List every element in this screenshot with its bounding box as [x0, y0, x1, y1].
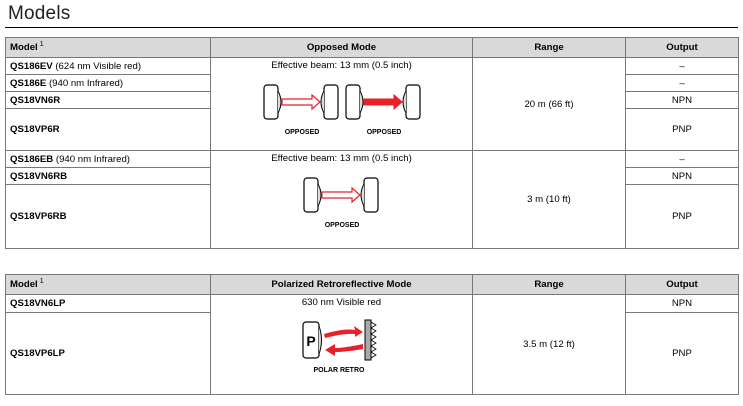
output-cell: PNP	[625, 184, 739, 249]
output-cell: NPN	[625, 294, 739, 313]
beam-text: Effective beam: 13 mm (0.5 inch)	[271, 153, 412, 164]
table-row: QS18VP6R PNP	[5, 108, 739, 151]
beam-cell: Effective beam: 13 mm (0.5 inch) OPPOSED	[210, 150, 473, 249]
table-row: QS18VP6LP PNP	[5, 312, 739, 395]
output-cell: –	[625, 57, 739, 75]
diagram-label: POLAR RETRO	[313, 367, 365, 374]
diagram-label: OPPOSED	[324, 222, 359, 229]
output-cell: NPN	[625, 167, 739, 185]
table-row: QS18VN6LP 630 nm Visible red P POLAR RET…	[5, 294, 739, 395]
range-cell: 20 m (66 ft)	[472, 57, 626, 151]
beam-cell: Effective beam: 13 mm (0.5 inch) OPPOSED	[210, 57, 473, 151]
model-cell: QS18VN6LP	[5, 294, 211, 313]
table-row: QS186EB (940 nm Infrared) Effective beam…	[5, 150, 739, 249]
output-cell: PNP	[625, 108, 739, 151]
opposed-diagram-single: OPPOSED	[302, 177, 379, 229]
range-cell: 3 m (10 ft)	[472, 150, 626, 249]
footnote-ref: 1	[39, 278, 44, 286]
diagram-label-1: OPPOSED	[284, 129, 319, 136]
output-cell: PNP	[625, 312, 739, 395]
opposed-diagram-1: OPPOSED	[262, 84, 339, 136]
range-header: Range	[472, 274, 626, 295]
model-cell: QS18VP6LP	[5, 312, 211, 395]
polar-retro-diagram: P POLAR RETRO	[301, 319, 377, 374]
beam-text: 630 nm Visible red	[301, 297, 382, 308]
mode-header: Opposed Mode	[210, 37, 473, 58]
model-cell: QS18VP6RB	[5, 184, 211, 249]
output-header: Output	[625, 274, 739, 295]
opposed-diagram-pair: OPPOSED OPPOSED	[262, 84, 421, 136]
page-title: Models	[8, 3, 71, 24]
range-header: Range	[472, 37, 626, 58]
title-rule	[5, 27, 738, 28]
diagram-label-2: OPPOSED	[366, 129, 401, 136]
model-cell: QS186EV (624 nm Visible red)	[5, 57, 211, 75]
model-cell: QS18VP6R	[5, 108, 211, 151]
model-cell: QS18VN6RB	[5, 167, 211, 185]
polar-letter: P	[306, 333, 315, 349]
output-cell: –	[625, 74, 739, 92]
model-cell: QS186E (940 nm Infrared)	[5, 74, 211, 92]
model-cell: QS18VN6R	[5, 91, 211, 109]
model-cell: QS186EB (940 nm Infrared)	[5, 150, 211, 168]
table-row: QS186EV (624 nm Visible red) Effective b…	[5, 57, 739, 151]
range-cell: 3.5 m (12 ft)	[472, 294, 626, 395]
output-cell: NPN	[625, 91, 739, 109]
output-header: Output	[625, 37, 739, 58]
beam-cell: 630 nm Visible red P POLAR RETRO	[210, 294, 473, 395]
beam-text: Effective beam: 13 mm (0.5 inch)	[271, 60, 412, 71]
table-row: QS18VN6RB NPN	[5, 167, 739, 185]
opposed-diagram-2: OPPOSED	[344, 84, 421, 136]
mode-header: Polarized Retroreflective Mode	[210, 274, 473, 295]
output-cell: –	[625, 150, 739, 168]
table-row: QS18VP6RB PNP	[5, 184, 739, 249]
footnote-ref: 1	[39, 41, 44, 49]
